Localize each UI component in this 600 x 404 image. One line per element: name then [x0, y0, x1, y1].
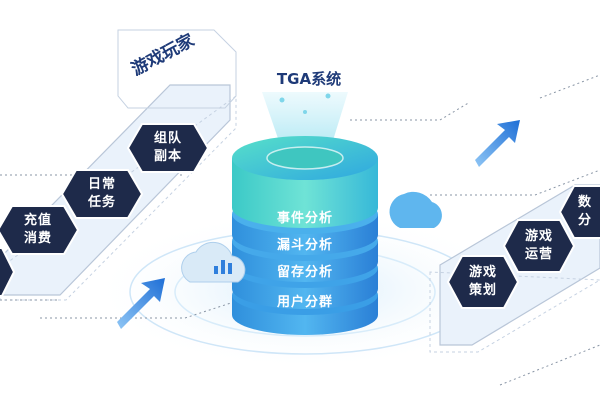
hex-label-daily-task: 日常任务	[87, 177, 116, 210]
arrow-icon	[475, 120, 520, 167]
flow-line	[499, 344, 600, 386]
light-beam	[262, 92, 348, 150]
hex-label-recharge: 充值消费	[23, 213, 52, 246]
arrow-icon	[117, 278, 165, 329]
particle-dot	[303, 110, 307, 114]
layer-label-event: 事件分析	[276, 211, 333, 226]
hex-daily-task	[60, 169, 144, 219]
flow-line	[430, 169, 600, 196]
hex-label-game-planning: 游戏策划	[468, 265, 497, 298]
flow-line	[350, 101, 471, 121]
hex-label-team-dungeon: 组队副本	[153, 131, 182, 164]
hex-game-operation	[502, 219, 576, 273]
layer-label-funnel: 漏斗分析	[276, 238, 333, 253]
cloud-icon	[389, 191, 442, 228]
particle-dot	[279, 97, 285, 103]
particle-dot	[325, 93, 331, 99]
hex-label-game-operation: 游戏运营	[524, 229, 553, 262]
layer-label-grouping: 用户分群	[276, 295, 333, 310]
hex-game-planning	[446, 255, 520, 309]
hex-team-dungeon	[126, 123, 210, 173]
bar-chart-icon	[214, 260, 232, 274]
hex-data-analysis	[558, 185, 600, 239]
flow-line	[539, 74, 600, 99]
flow-line	[40, 299, 241, 319]
hex-label-data-analysis: 数分	[578, 195, 593, 228]
hex-recharge	[0, 205, 80, 255]
tga-title: TGA系统	[276, 70, 342, 88]
data-cylinder	[232, 136, 378, 335]
layer-label-retention: 留存分析	[276, 265, 333, 280]
hex-partial-left	[0, 247, 16, 297]
